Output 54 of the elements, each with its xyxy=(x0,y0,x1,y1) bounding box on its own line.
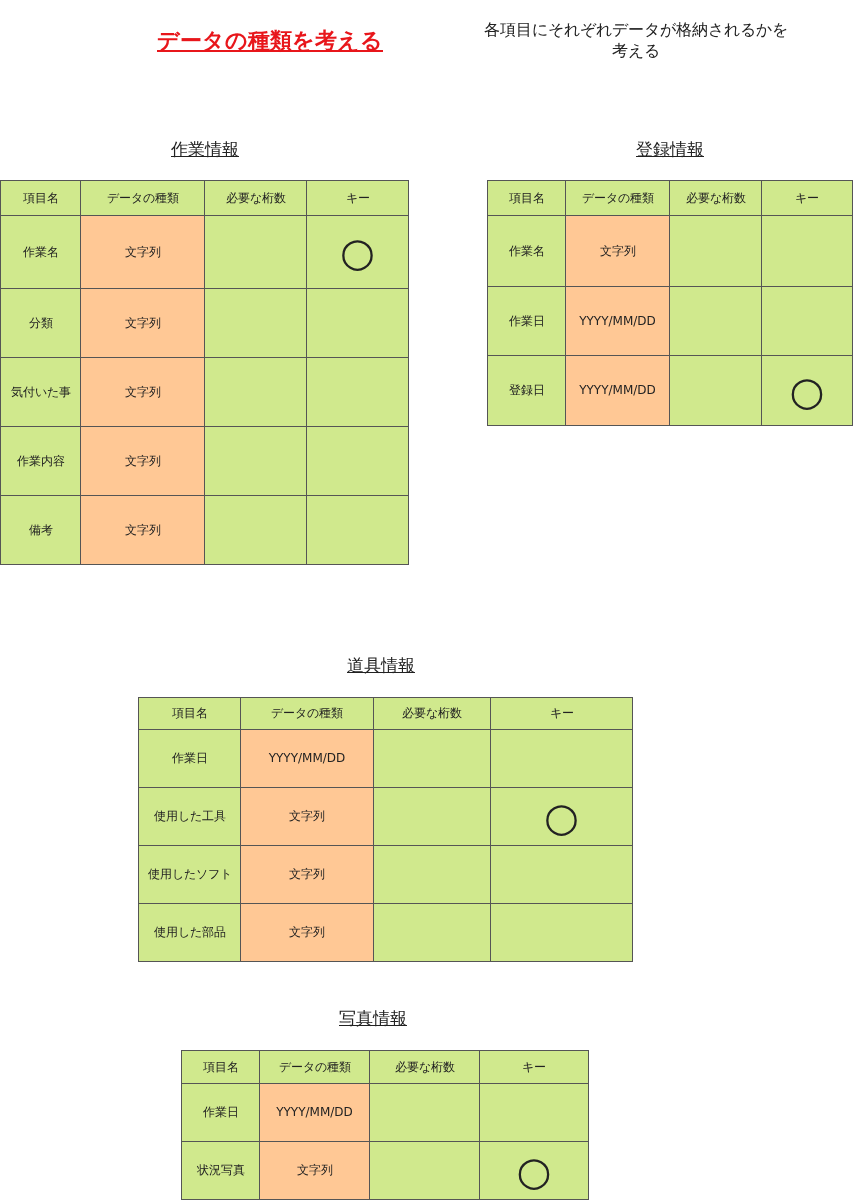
table-cell: 文字列 xyxy=(565,215,670,287)
table-cell: 分類 xyxy=(0,288,81,358)
table-cell: YYYY/MM/DD xyxy=(565,355,670,426)
key-mark-cell: ○ xyxy=(761,355,853,426)
table-title: 登録情報 xyxy=(636,138,704,161)
table-title: 道具情報 xyxy=(347,654,415,677)
table-cell: YYYY/MM/DD xyxy=(240,729,374,788)
table-cell: 文字列 xyxy=(240,903,374,962)
header-cell: 必要な桁数 xyxy=(369,1050,480,1084)
table-cell: 作業日 xyxy=(138,729,241,788)
header-cell: 必要な桁数 xyxy=(669,180,762,216)
header-cell: データの種類 xyxy=(80,180,205,216)
table-title: 作業情報 xyxy=(171,138,239,161)
table-cell: 作業名 xyxy=(0,215,81,289)
table-cell: 文字列 xyxy=(240,845,374,904)
header-cell: 必要な桁数 xyxy=(373,697,491,730)
table-cell: 使用した工具 xyxy=(138,787,241,846)
header-cell: 必要な桁数 xyxy=(204,180,307,216)
header-cell: データの種類 xyxy=(259,1050,370,1084)
page-title: データの種類を考える xyxy=(156,27,384,55)
header-cell: キー xyxy=(490,697,633,730)
header-cell: データの種類 xyxy=(240,697,374,730)
table-title: 写真情報 xyxy=(339,1007,407,1030)
table-cell: 登録日 xyxy=(487,355,566,426)
header-cell: データの種類 xyxy=(565,180,670,216)
key-mark-cell: ○ xyxy=(479,1141,589,1200)
table-cell: 作業名 xyxy=(487,215,566,287)
key-mark-cell: ○ xyxy=(306,215,409,289)
table-cell: 作業内容 xyxy=(0,426,81,496)
table-cell: 気付いた事 xyxy=(0,357,81,427)
table-cell: 文字列 xyxy=(80,215,205,289)
table-cell: 作業日 xyxy=(487,286,566,356)
table-cell: 文字列 xyxy=(80,495,205,565)
table-cell: 文字列 xyxy=(259,1141,370,1200)
table-cell: 使用したソフト xyxy=(138,845,241,904)
header-cell: 項目名 xyxy=(181,1050,260,1084)
header-cell: キー xyxy=(761,180,853,216)
table-cell: YYYY/MM/DD xyxy=(565,286,670,356)
table-cell: YYYY/MM/DD xyxy=(259,1083,370,1142)
key-mark-cell: ○ xyxy=(490,787,633,846)
table-cell: 文字列 xyxy=(80,288,205,358)
table-cell: 文字列 xyxy=(80,357,205,427)
table-cell: 作業日 xyxy=(181,1083,260,1142)
header-cell: キー xyxy=(479,1050,589,1084)
table-cell: 文字列 xyxy=(80,426,205,496)
table-cell: 備考 xyxy=(0,495,81,565)
header-cell: 項目名 xyxy=(487,180,566,216)
table-cell: 使用した部品 xyxy=(138,903,241,962)
table-cell: 状況写真 xyxy=(181,1141,260,1200)
header-cell: キー xyxy=(306,180,409,216)
header-cell: 項目名 xyxy=(138,697,241,730)
note-text: 各項目にそれぞれデータが格納されるかを考える xyxy=(482,20,789,62)
table-cell: 文字列 xyxy=(240,787,374,846)
header-cell: 項目名 xyxy=(0,180,81,216)
